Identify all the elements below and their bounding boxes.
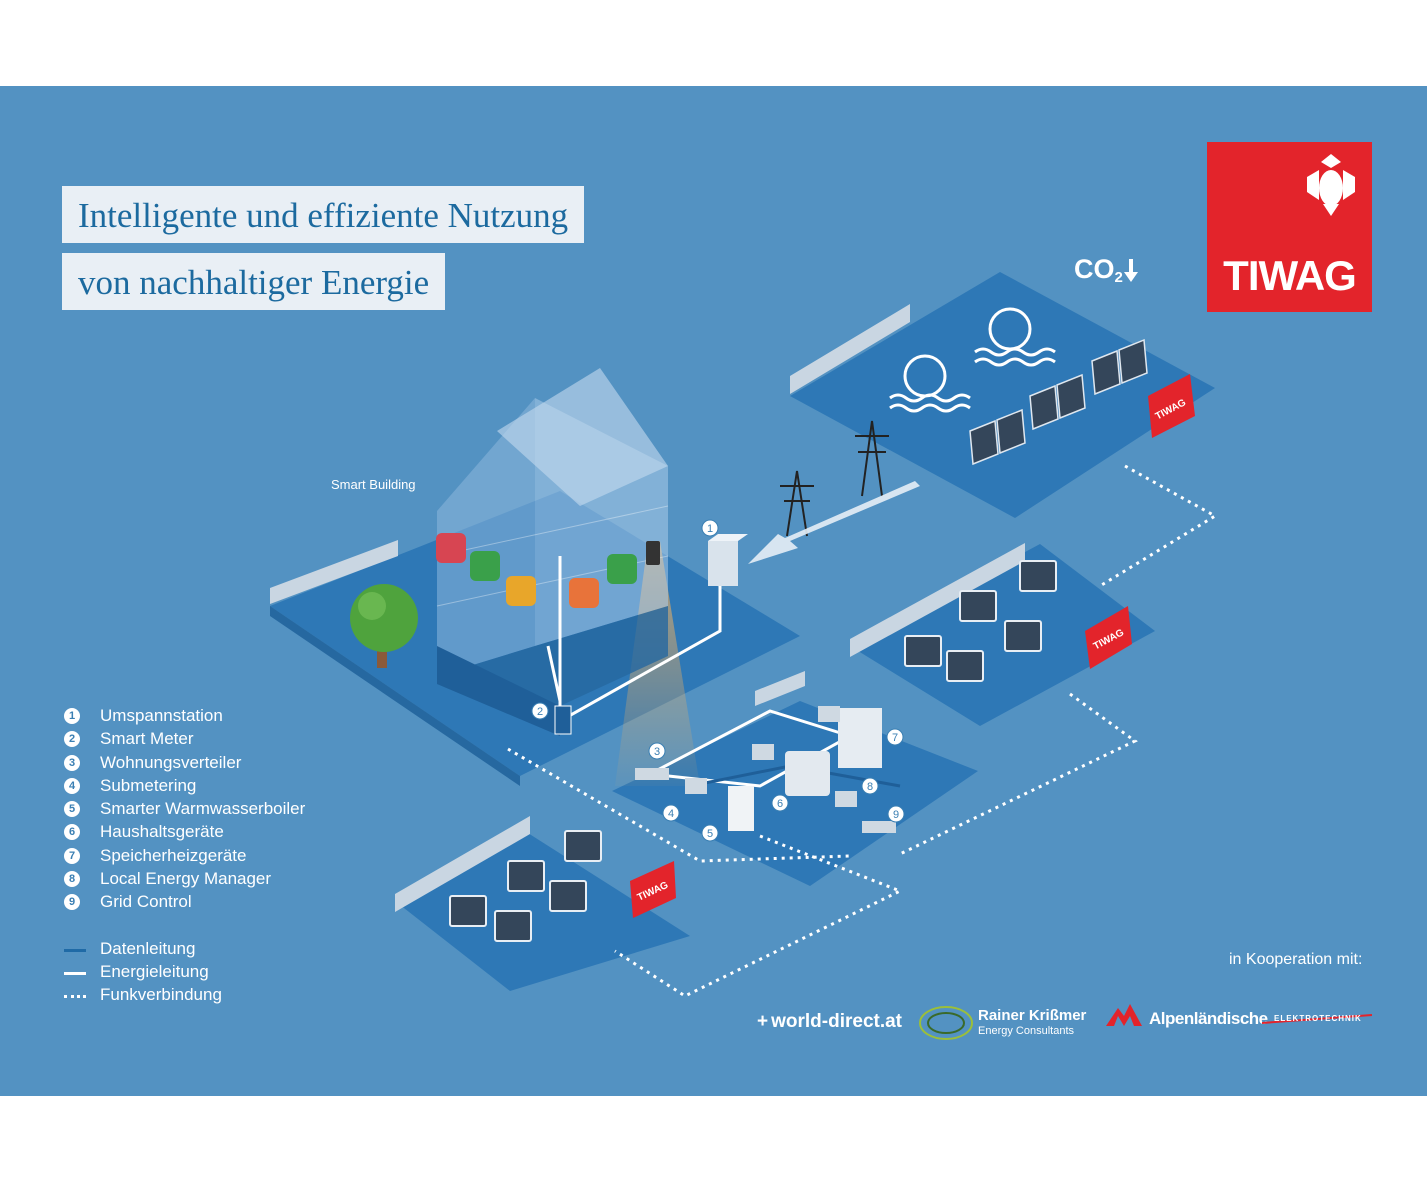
- line-legend-label: Datenleitung: [100, 939, 196, 958]
- grid-arrow: [748, 481, 920, 564]
- cooperation-label: in Kooperation mit:: [1229, 951, 1363, 968]
- svg-text:5: 5: [707, 828, 713, 840]
- app-icon-trash: [436, 533, 466, 563]
- smart-building-label: Smart Building: [331, 477, 416, 492]
- legend-number-badge: 7: [64, 847, 80, 864]
- legend-label: Smarter Warmwasserboiler: [100, 799, 306, 819]
- co2-label: CO2: [1074, 254, 1123, 286]
- tiwag-logo: TIWAG: [1207, 142, 1372, 312]
- legend-label: Submetering: [100, 775, 197, 795]
- partner-rainer-sub: Energy Consultants: [978, 1025, 1074, 1037]
- energy-manager: [835, 791, 857, 807]
- grid-management-platform: [850, 543, 1155, 726]
- tree: [350, 584, 418, 668]
- substation: [708, 534, 748, 586]
- smart-meter: [554, 705, 572, 735]
- generation-platform-sign: [790, 304, 910, 394]
- legend-number-badge: 5: [64, 801, 80, 818]
- legend-number-badge: 2: [64, 731, 80, 748]
- building-platform-sign: [270, 540, 398, 604]
- legend-label: Speicherheizgeräte: [100, 845, 247, 865]
- legend-number-badge: 4: [64, 777, 80, 794]
- svg-text:4: 4: [668, 808, 674, 820]
- light-beam: [615, 541, 700, 786]
- storage-heater: [838, 708, 882, 768]
- diagram-marker-5: 5: [701, 824, 719, 842]
- diagram-marker-4: 4: [662, 804, 680, 822]
- rainer-logo-icon: [919, 1006, 973, 1040]
- partner-alpenlaendische: Alpenländische: [1149, 1009, 1268, 1028]
- app-icon-meter: [569, 578, 599, 608]
- partner-elektrotechnik: ELEKTROTECHNIK: [1274, 1014, 1362, 1023]
- legend-label: Wohnungsverteiler: [100, 752, 242, 772]
- legend-number-badge: 1: [64, 708, 80, 724]
- alpen-logo-icon: [1106, 1004, 1142, 1026]
- smart-building-house: [436, 368, 669, 736]
- distribution-box: [635, 768, 669, 780]
- down-arrow-icon: [1124, 259, 1138, 282]
- legend-number-badge: 6: [64, 824, 80, 841]
- energy-data-sign: [395, 816, 530, 912]
- app-icon-tv: [470, 551, 500, 581]
- diagram-markers: 1 2 3 4 5 6 7 8 9: [531, 519, 905, 842]
- app-icon-bulb: [506, 576, 536, 606]
- plus-icon: +: [757, 1011, 769, 1032]
- eagle-icon: [1307, 154, 1355, 216]
- elektro-logo-icon: [1262, 1014, 1372, 1024]
- svg-text:9: 9: [893, 809, 899, 821]
- legend-number-badge: 8: [64, 871, 80, 888]
- tiwag-signs: [630, 374, 1195, 918]
- line-sample-energy: [64, 972, 86, 975]
- logo-text: TIWAG: [1223, 252, 1357, 299]
- apartment-devices: [635, 706, 901, 833]
- legend-label: Haushaltsgeräte: [100, 822, 224, 842]
- svg-text:6: 6: [777, 798, 783, 810]
- grid-control-box: [862, 821, 896, 833]
- title-line-1: Intelligente und effiziente Nutzung: [62, 186, 585, 243]
- diagram-marker-6: 6: [771, 794, 789, 812]
- radio-connections: [507, 464, 1218, 998]
- svg-text:1: 1: [707, 523, 713, 535]
- app-icon-washer: [607, 554, 637, 584]
- monitors: [449, 560, 1057, 942]
- washing-machine: [785, 751, 830, 796]
- legend-number-badge: 3: [64, 754, 80, 771]
- svg-text:7: 7: [892, 732, 898, 744]
- grid-management-sign: [850, 543, 1025, 657]
- legend-label: Grid Control: [100, 892, 192, 912]
- app-icon-phone: [646, 541, 660, 565]
- diagram-marker-7: 7: [886, 728, 904, 746]
- line-sample-data: [64, 949, 86, 952]
- line-sample-radio: [64, 995, 86, 998]
- line-legend-label: Energieleitung: [100, 962, 209, 981]
- generation-platform: [790, 272, 1215, 518]
- partner-world-direct: +world-direct.at: [757, 1011, 903, 1032]
- svg-text:2: 2: [537, 706, 543, 718]
- legend-label: Local Energy Manager: [100, 869, 272, 889]
- svg-text:8: 8: [867, 781, 873, 793]
- building-app-icons: [436, 533, 660, 608]
- power-towers: [780, 420, 889, 537]
- diagram-marker-9: 9: [887, 805, 905, 823]
- title-line-2: von nachhaltiger Energie: [62, 253, 446, 310]
- legend-number-badge: 9: [64, 894, 80, 911]
- line-legend-label: Funkverbindung: [100, 985, 222, 1004]
- diagram-marker-1: 1: [701, 519, 719, 537]
- solar-panels: [969, 338, 1148, 466]
- svg-text:3: 3: [654, 746, 660, 758]
- water-boiler: [728, 786, 754, 831]
- diagram-marker-8: 8: [861, 777, 879, 795]
- hydro-icons: [889, 307, 1056, 413]
- legend-label: Smart Meter: [100, 729, 194, 749]
- partner-rainer-krissmer: Rainer Krißmer: [978, 1007, 1087, 1024]
- diagram-marker-2: 2: [531, 702, 549, 720]
- legend-label: Umspannstation: [100, 706, 223, 725]
- diagram-marker-3: 3: [648, 742, 666, 760]
